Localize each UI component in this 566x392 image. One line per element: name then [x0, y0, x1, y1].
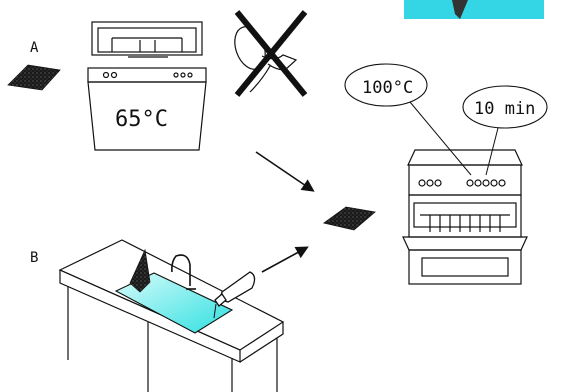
oven-time-pointer — [486, 128, 498, 175]
dishwasher-temp-label: 65°C — [115, 107, 168, 132]
corner-cyan-panel — [404, 0, 544, 19]
no-hairdryer-icon — [229, 12, 305, 95]
cloth-pad-icon — [324, 207, 375, 230]
arrow-dishwasher-to-cloth — [256, 152, 312, 190]
oven-icon — [403, 150, 527, 284]
cloth-pad-icon — [8, 65, 60, 90]
oven-temp-bubble: 100°C — [345, 64, 427, 106]
oven-temp-pointer — [410, 102, 471, 175]
section-label-a: A — [30, 40, 39, 56]
oven-time-label: 10 min — [474, 99, 535, 119]
section-label-b: B — [30, 250, 38, 266]
arrow-sink-to-cloth — [262, 248, 306, 272]
oven-time-bubble: 10 min — [463, 86, 547, 128]
oven-temp-label: 100°C — [362, 78, 413, 98]
